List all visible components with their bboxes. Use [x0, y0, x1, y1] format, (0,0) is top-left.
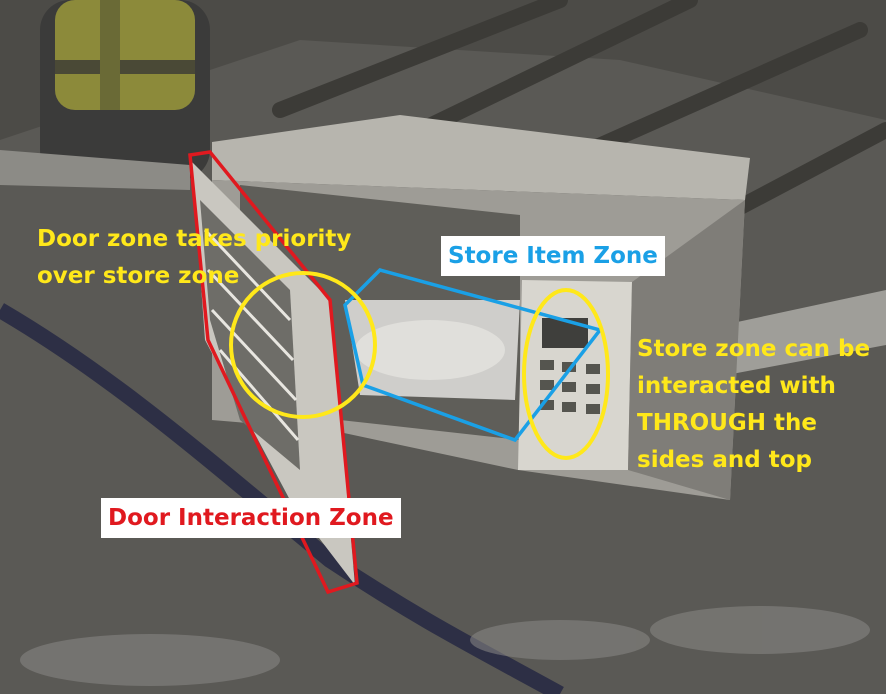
annotation-line: THROUGH the — [637, 410, 817, 436]
floor-stains — [20, 606, 870, 686]
door-interaction-zone-label: Door Interaction Zone — [101, 498, 401, 538]
microwave-top — [212, 115, 750, 200]
door-window — [200, 200, 300, 470]
store-item-zone-outline — [343, 268, 603, 443]
control-panel-display — [542, 318, 588, 348]
panel-highlight-ellipse — [522, 288, 610, 460]
priority-highlight-circle — [229, 271, 377, 419]
back-wall — [0, 0, 886, 140]
annotation-line: sides and top — [637, 447, 812, 473]
annotation-line: over store zone — [37, 263, 240, 289]
counter-edge — [0, 150, 190, 190]
annotation-line: interacted with — [637, 373, 836, 399]
store-through-annotation: Store zone can be interacted with THROUG… — [637, 331, 870, 479]
counter-edge-right — [700, 290, 886, 380]
control-panel — [518, 280, 632, 470]
annotation-line: Store zone can be — [637, 336, 871, 362]
keypad-buttons — [540, 360, 600, 414]
power-cable — [0, 303, 564, 694]
turntable-glass — [355, 320, 505, 380]
annotation-line: Door zone takes priority — [37, 226, 352, 252]
fire-extinguisher — [40, 0, 210, 180]
door-interaction-zone-outline — [188, 150, 359, 595]
store-item-zone-label: Store Item Zone — [441, 236, 665, 276]
door-priority-annotation: Door zone takes priority over store zone — [37, 221, 351, 295]
